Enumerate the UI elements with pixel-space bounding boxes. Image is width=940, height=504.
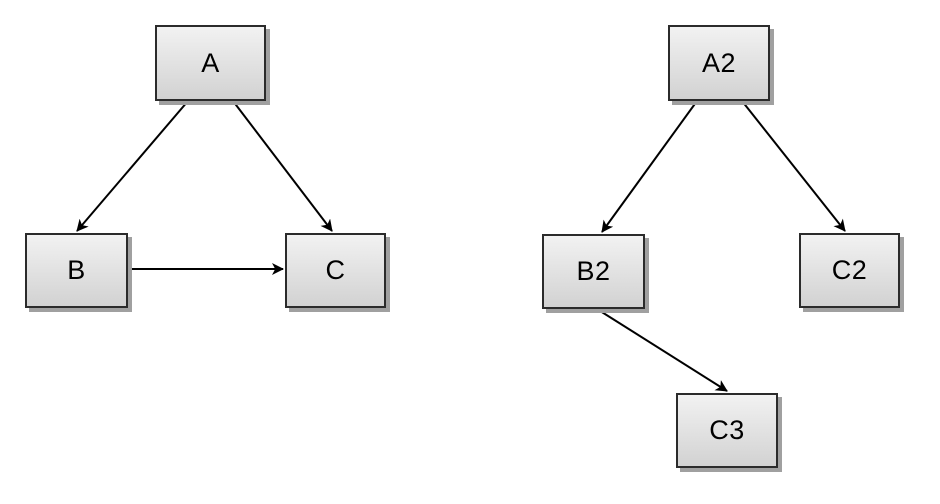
node-c2[interactable]: C2 bbox=[799, 233, 900, 308]
node-a[interactable]: A bbox=[155, 25, 266, 101]
node-b[interactable]: B bbox=[25, 233, 128, 308]
node-label: C2 bbox=[831, 255, 868, 285]
node-label: C3 bbox=[709, 415, 745, 445]
node-label: C bbox=[325, 255, 346, 285]
edge-a-to-c bbox=[232, 100, 333, 232]
node-c3[interactable]: C3 bbox=[676, 393, 778, 468]
node-label: B bbox=[67, 255, 86, 285]
edge-a2-to-c2 bbox=[741, 100, 846, 232]
edge-a2-to-b2 bbox=[601, 100, 698, 233]
node-a2[interactable]: A2 bbox=[668, 25, 770, 101]
node-b2[interactable]: B2 bbox=[542, 234, 645, 309]
node-label: A2 bbox=[701, 47, 737, 78]
edge-b2-to-c3 bbox=[596, 308, 728, 392]
edge-paths bbox=[76, 100, 846, 392]
node-label: A bbox=[201, 47, 220, 78]
node-label: B2 bbox=[576, 256, 611, 286]
edge-a-to-b bbox=[76, 100, 189, 232]
node-c[interactable]: C bbox=[285, 233, 386, 308]
